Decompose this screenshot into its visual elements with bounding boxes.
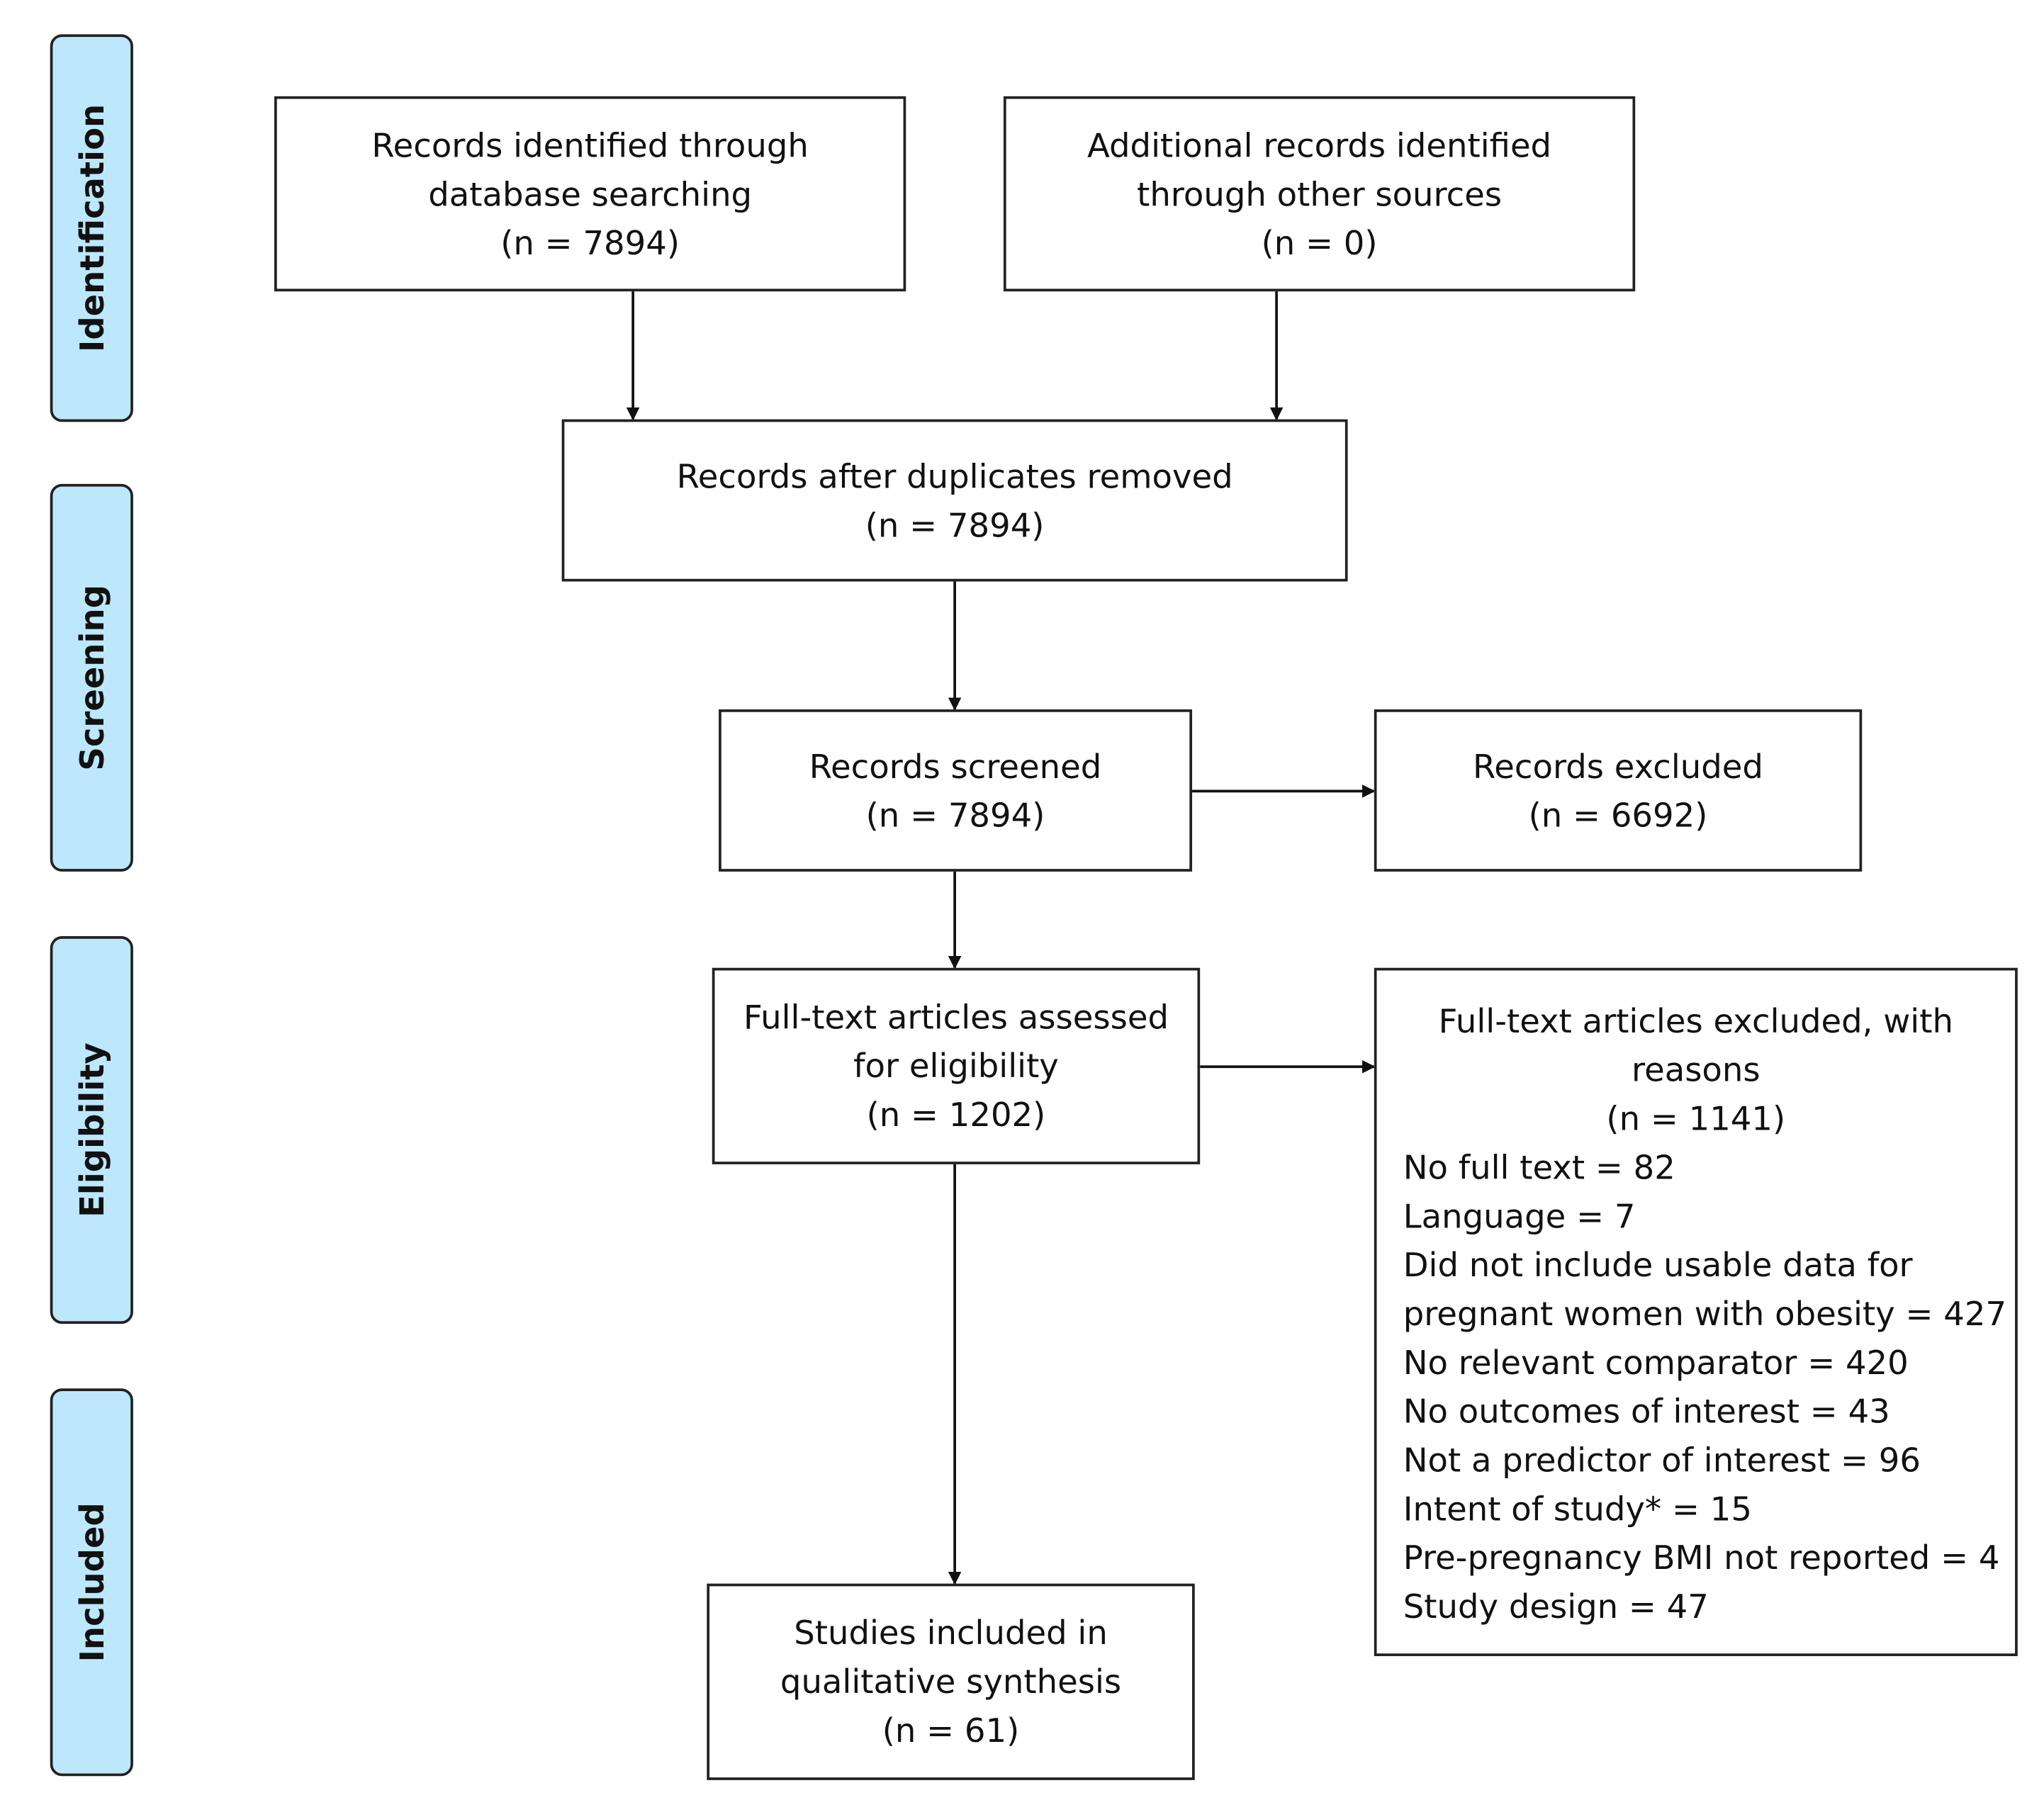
box-text-line: database searching: [428, 174, 753, 213]
exclusion-reason: Intent of study* = 15: [1403, 1490, 1752, 1529]
phase-included: Included: [50, 1388, 133, 1777]
exclusion-reason: No full text = 82: [1403, 1148, 1675, 1187]
box-text-line: qualitative synthesis: [780, 1663, 1122, 1701]
exclusion-reason: Language = 7: [1403, 1197, 1636, 1236]
box-text-line: for eligibility: [853, 1047, 1059, 1086]
box-duplicates-removed: Records after duplicates removed (n = 78…: [561, 419, 1348, 582]
phase-identification-label: Identification: [72, 103, 111, 352]
phase-eligibility: Eligibility: [50, 936, 133, 1324]
exclusion-reason: pregnant women with obesity = 427: [1403, 1295, 2007, 1334]
exclusion-reason: No relevant comparator = 420: [1403, 1344, 1909, 1382]
phase-eligibility-label: Eligibility: [72, 1042, 111, 1217]
box-count: (n = 7894): [500, 223, 680, 262]
phase-identification: Identification: [50, 34, 133, 422]
box-text-line: Full-text articles assessed: [743, 998, 1169, 1037]
phase-screening: Screening: [50, 483, 133, 872]
box-count: (n = 1202): [866, 1096, 1046, 1135]
box-records-excluded: Records excluded (n = 6692): [1374, 709, 1863, 872]
box-other-sources: Additional records identified through ot…: [1003, 96, 1636, 292]
box-count: (n = 7894): [865, 505, 1045, 544]
box-text-line: Studies included in: [794, 1614, 1108, 1653]
exclusion-reason: Study design = 47: [1403, 1587, 1709, 1626]
box-text-line: Full-text articles excluded, with: [1438, 1002, 1953, 1041]
phase-screening-label: Screening: [72, 585, 111, 771]
box-database-records: Records identified through database sear…: [274, 96, 906, 292]
box-studies-included: Studies included in qualitative synthesi…: [707, 1583, 1195, 1780]
box-count: (n = 61): [882, 1711, 1020, 1750]
exclusion-reason: No outcomes of interest = 43: [1403, 1392, 1890, 1431]
box-text-line: Records screened: [809, 747, 1102, 786]
box-text-line: Records after duplicates removed: [676, 456, 1233, 495]
phase-included-label: Included: [72, 1502, 111, 1663]
box-text-line: Additional records identified: [1087, 125, 1552, 164]
box-records-screened: Records screened (n = 7894): [719, 709, 1193, 872]
exclusion-reason: Not a predictor of interest = 96: [1403, 1441, 1921, 1480]
box-count: (n = 7894): [865, 795, 1045, 834]
box-count: (n = 6692): [1528, 795, 1708, 834]
exclusion-reason: Pre-pregnancy BMI not reported = 4: [1403, 1539, 2000, 1577]
box-text-line: Records identified through: [371, 125, 809, 164]
box-fulltext-excluded: Full-text articles excluded, with reason…: [1374, 967, 2018, 1656]
box-text-line: Records excluded: [1473, 747, 1763, 786]
exclusion-reason: Did not include usable data for: [1403, 1246, 1913, 1285]
box-count: (n = 1141): [1606, 1099, 1786, 1138]
box-text-line: through other sources: [1137, 174, 1503, 213]
exclusion-reasons-list: No full text = 82 Language = 7 Did not i…: [1377, 1143, 2016, 1631]
box-text-line: reasons: [1631, 1050, 1761, 1089]
box-fulltext-assessed: Full-text articles assessed for eligibil…: [712, 967, 1201, 1164]
box-count: (n = 0): [1261, 223, 1378, 262]
